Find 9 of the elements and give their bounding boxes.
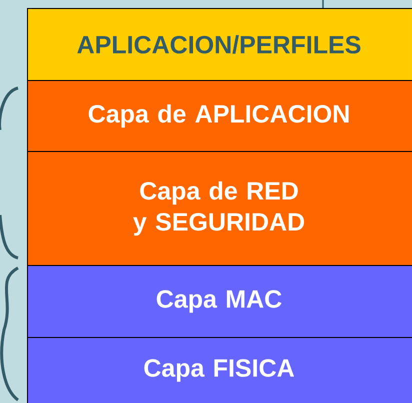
layer-band: Capa de APLICACION <box>27 80 412 152</box>
layer-band: APLICACION/PERFILES <box>27 8 412 81</box>
node-label: Capa FISICA <box>144 359 294 382</box>
layer-band: Capa MAC <box>27 264 412 338</box>
node-label: Capa MAC <box>156 290 282 313</box>
node-label: Capa de RED y SEGURIDAD <box>133 181 304 236</box>
layer-band: Capa de RED y SEGURIDAD <box>27 151 412 266</box>
node-label: Capa de APLICACION <box>88 104 349 128</box>
layer-band: Capa FISICA <box>27 336 412 403</box>
